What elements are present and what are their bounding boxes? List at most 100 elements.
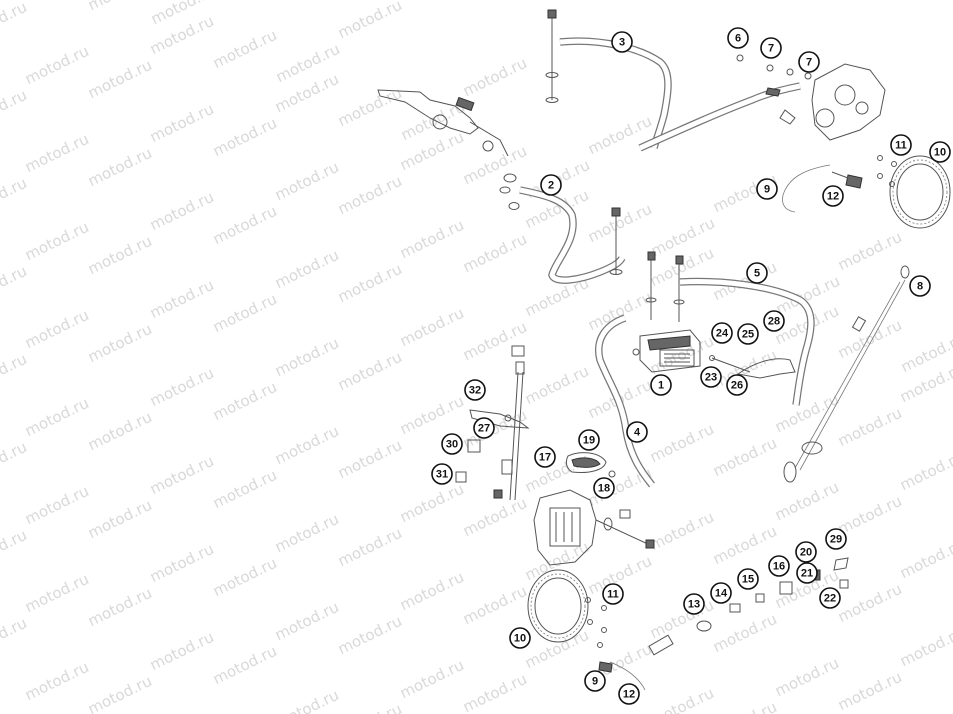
callout-number: 1 [658, 380, 664, 392]
abs-sensor-upper [831, 171, 863, 189]
callout-circle [763, 310, 785, 332]
callout-number: 28 [768, 316, 780, 328]
part-callout: 12 [822, 185, 844, 207]
brake-hose-3 [559, 37, 672, 149]
callout-circle [760, 37, 782, 59]
callout-circle [534, 446, 556, 468]
banjo-fittings-2 [499, 173, 520, 210]
part-callout: 9 [756, 178, 778, 200]
part-callout: 10 [509, 627, 531, 649]
callout-number: 4 [634, 427, 641, 439]
part-callout: 10 [929, 141, 951, 163]
callout-number: 19 [583, 435, 595, 447]
callout-circle [890, 134, 912, 156]
callout-circle [822, 185, 844, 207]
reservoir-cap-32 [511, 345, 525, 357]
front-brake-caliper [736, 54, 886, 141]
callout-circle [768, 555, 790, 577]
callout-number: 23 [705, 372, 717, 384]
banjo-bolt-top-2 [609, 207, 623, 275]
callout-circle [710, 582, 732, 604]
callout-number: 26 [731, 380, 743, 392]
callout-number: 14 [715, 588, 728, 600]
banjo-bolt-top-1 [545, 9, 559, 103]
callout-number: 25 [742, 329, 754, 341]
callout-number: 10 [514, 633, 526, 645]
handlebar-master-cylinder [377, 89, 509, 157]
part-callout: 19 [578, 429, 600, 451]
part-callout: 23 [700, 366, 722, 388]
callout-circle [431, 463, 453, 485]
brake-hose-upper-right [638, 82, 801, 152]
callout-number: 9 [592, 676, 598, 688]
rear-master-cylinder [469, 361, 530, 501]
part-callout: 22 [819, 587, 841, 609]
part-callout: 17 [534, 446, 556, 468]
abs-modulator [632, 329, 701, 373]
callout-circle [711, 322, 733, 344]
bracket-27 [709, 355, 796, 379]
callout-circle [737, 323, 759, 345]
part-callout: 7 [798, 51, 820, 73]
part-callout: 26 [726, 374, 748, 396]
callout-number: 22 [824, 593, 836, 605]
parts-29-30 [455, 439, 481, 483]
sensor-cable-9-lower [609, 661, 646, 691]
part-callout: 11 [890, 134, 912, 156]
callout-number: 12 [827, 191, 839, 203]
part-callout: 5 [746, 262, 768, 284]
brake-hose-long-diagonal [794, 279, 906, 471]
callout-number: 11 [607, 589, 619, 601]
part-callout: 28 [763, 310, 785, 332]
abs-sensor-lower [598, 634, 674, 673]
brake-line-fittings-8 [783, 265, 910, 483]
callout-number: 30 [446, 439, 458, 451]
callout-circle [593, 477, 615, 499]
callout-number: 13 [688, 599, 700, 611]
callout-number: 11 [895, 140, 907, 152]
brake-hose-2 [519, 186, 626, 284]
callout-number: 18 [598, 483, 610, 495]
callout-circle [473, 417, 495, 439]
callout-circle [737, 568, 759, 590]
callout-circle [441, 433, 463, 455]
callout-circle [683, 593, 705, 615]
callout-number: 2 [548, 180, 554, 192]
callout-number: 20 [800, 547, 812, 559]
callout-circle [727, 27, 749, 49]
callout-circle [611, 31, 633, 53]
part-callout: 20 [795, 541, 817, 563]
callout-number: 6 [735, 33, 741, 45]
callout-number: 12 [623, 689, 635, 701]
part-callout: 27 [473, 417, 495, 439]
brake-hose-4 [595, 314, 655, 488]
part-callout: 24 [711, 322, 733, 344]
callout-circle [540, 174, 562, 196]
brake-hose-5 [679, 277, 815, 406]
callout-circle [464, 379, 486, 401]
callout-circle [602, 583, 624, 605]
callout-circle [825, 528, 847, 550]
sensor-cable-9-upper [782, 164, 831, 213]
part-callout: 9 [584, 670, 606, 692]
callout-circle [819, 587, 841, 609]
abs-tone-ring-upper [889, 155, 951, 229]
callout-circle [756, 178, 778, 200]
part-callout: 12 [618, 683, 640, 705]
callout-circle [700, 366, 722, 388]
callout-circle [509, 627, 531, 649]
part-callout: 7 [760, 37, 782, 59]
callout-circle [746, 262, 768, 284]
callout-number: 31 [436, 469, 448, 481]
callout-circle [795, 541, 817, 563]
part-callout: 16 [768, 555, 790, 577]
part-callout: 8 [909, 275, 931, 297]
bolts-11-upper [877, 155, 897, 187]
callout-number: 3 [619, 37, 625, 49]
callout-number: 5 [754, 268, 760, 280]
part-callout: 2 [540, 174, 562, 196]
callout-circle [626, 421, 648, 443]
callout-circle [650, 374, 672, 396]
